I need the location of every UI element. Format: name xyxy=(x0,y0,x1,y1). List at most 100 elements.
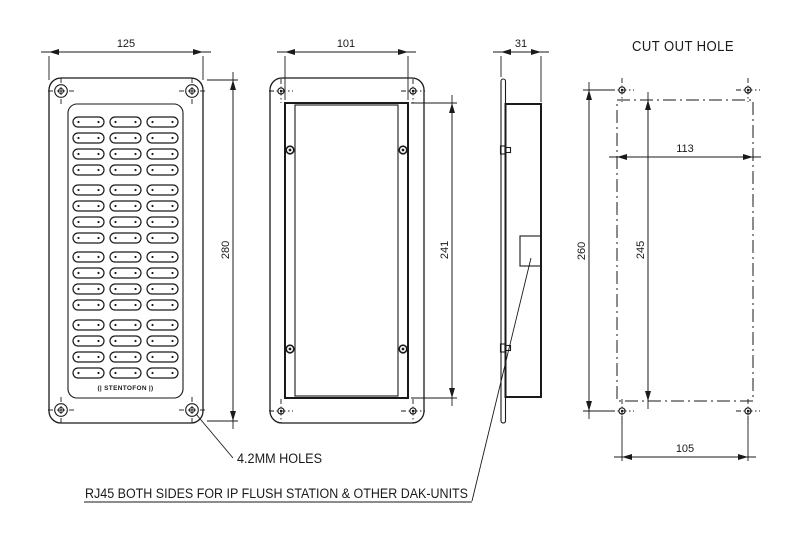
grille-slot-dot xyxy=(97,355,100,359)
grille-slots xyxy=(72,116,179,379)
speaker-grille-frame xyxy=(67,103,184,399)
dimension-label: 31 xyxy=(515,38,527,50)
grille-slot-dot xyxy=(77,136,80,140)
grille-slot-dot xyxy=(134,236,137,240)
grille-slot-dot xyxy=(114,355,117,359)
grille-slot xyxy=(146,267,179,279)
cutout-title: CUT OUT HOLE xyxy=(632,38,734,55)
grille-slot-dot xyxy=(114,120,117,124)
grille-slot-dot xyxy=(77,303,80,307)
grille-slot-dot xyxy=(114,168,117,172)
grille-slot xyxy=(72,367,105,379)
grille-slot-dot xyxy=(151,339,154,343)
grille-slot xyxy=(146,200,179,212)
grille-slot-dot xyxy=(114,255,117,259)
grille-slot-dot xyxy=(151,355,154,359)
grille-slot-dot xyxy=(97,168,100,172)
grille-slot xyxy=(72,200,105,212)
grille-slot-dot xyxy=(97,371,100,375)
grille-slot-dot xyxy=(151,152,154,156)
grille-slot xyxy=(109,200,142,212)
rj45-connector xyxy=(519,235,542,267)
grille-slot-dot xyxy=(151,255,154,259)
dimension-label: 260 xyxy=(576,242,588,260)
grille-slot-dot xyxy=(171,255,174,259)
grille-slot-dot xyxy=(134,120,137,124)
grille-slot-dot xyxy=(134,271,137,275)
grille-slot xyxy=(146,116,179,128)
grille-slot-dot xyxy=(151,371,154,375)
dimension-front-width: 125 xyxy=(41,38,211,80)
grille-slot xyxy=(72,184,105,196)
grille-slot-dot xyxy=(151,220,154,224)
dimension-hole-spacing-horizontal: 105 xyxy=(614,416,756,461)
grille-slot-dot xyxy=(171,287,174,291)
rear-view: 101 241 xyxy=(268,38,457,424)
grille-slot-dot xyxy=(114,323,117,327)
leader-line xyxy=(471,257,532,502)
dimension-label: 105 xyxy=(676,443,694,455)
grille-slot-dot xyxy=(134,287,137,291)
grille-slot xyxy=(109,267,142,279)
grille-slot xyxy=(109,367,142,379)
grille-slot xyxy=(146,232,179,244)
grille-slot-dot xyxy=(114,220,117,224)
flange-screw-icon xyxy=(398,344,408,354)
grille-slot xyxy=(146,184,179,196)
rear-box-outline xyxy=(284,102,409,399)
grille-slot-dot xyxy=(171,188,174,192)
rear-box-opening xyxy=(294,104,399,397)
grille-slot-dot xyxy=(151,236,154,240)
grille-slot-dot xyxy=(134,355,137,359)
side-view: 31 xyxy=(493,38,549,424)
grille-slot xyxy=(72,132,105,144)
grille-slot-dot xyxy=(114,236,117,240)
stentofon-logo: (| STENTOFON |) xyxy=(97,385,153,392)
grille-slot-dot xyxy=(77,371,80,375)
grille-slot xyxy=(146,367,179,379)
grille-slot-dot xyxy=(151,204,154,208)
dimension-hole-spacing-vertical: 260 xyxy=(576,82,615,419)
grille-slot-dot xyxy=(114,204,117,208)
grille-slot-dot xyxy=(171,323,174,327)
grille-slot-dot xyxy=(151,136,154,140)
grille-slot-dot xyxy=(134,371,137,375)
grille-slot-dot xyxy=(134,303,137,307)
grille-slot-dot xyxy=(97,303,100,307)
grille-slot xyxy=(72,148,105,160)
grille-slot-dot xyxy=(77,152,80,156)
grille-slot-dot xyxy=(134,323,137,327)
grille-slot xyxy=(146,319,179,331)
dimension-label: 113 xyxy=(676,143,694,155)
dimension-front-height: 280 xyxy=(207,72,238,429)
dimension-label: 125 xyxy=(117,38,135,50)
rj45-note: RJ45 BOTH SIDES FOR IP FLUSH STATION & O… xyxy=(84,257,532,503)
dimension-side-depth: 31 xyxy=(493,38,549,102)
grille-slot-dot xyxy=(151,271,154,275)
grille-slot xyxy=(72,335,105,347)
grille-slot-dot xyxy=(77,355,80,359)
grille-slot xyxy=(109,232,142,244)
grille-slot-dot xyxy=(77,236,80,240)
grille-slot xyxy=(109,148,142,160)
grille-slot xyxy=(72,283,105,295)
grille-slot xyxy=(146,335,179,347)
grille-slot xyxy=(72,164,105,176)
cutout-view: CUT OUT HOLE 113 245 260 105 xyxy=(576,38,761,461)
grille-slot xyxy=(146,283,179,295)
grille-slot-dot xyxy=(77,168,80,172)
dimension-rear-height: 241 xyxy=(411,95,457,406)
grille-slot-dot xyxy=(97,136,100,140)
grille-slot xyxy=(109,319,142,331)
grille-slot-dot xyxy=(114,188,117,192)
grille-slot-dot xyxy=(171,168,174,172)
grille-slot-dot xyxy=(171,220,174,224)
grille-slot xyxy=(146,351,179,363)
grille-slot-dot xyxy=(114,303,117,307)
grille-slot-dot xyxy=(134,152,137,156)
grille-slot-dot xyxy=(97,204,100,208)
grille-slot-dot xyxy=(77,255,80,259)
grille-slot-dot xyxy=(97,255,100,259)
grille-slot-dot xyxy=(171,204,174,208)
